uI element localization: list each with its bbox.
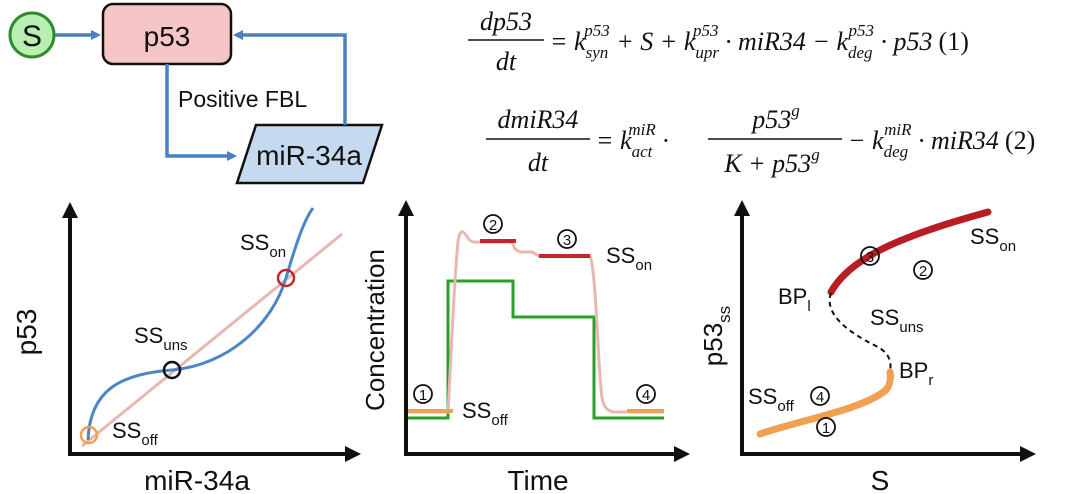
p1-ss-uns-marker	[162, 360, 182, 380]
p3-marker-1: 1	[822, 420, 830, 437]
p3-ss-off-label: SSoff	[748, 384, 795, 415]
eq2-hill-denominator: K + p53g	[723, 145, 819, 178]
p3-bp-r-label: BPr	[899, 358, 933, 389]
p3-unstable-branch	[828, 292, 892, 373]
p2-p53-trace	[408, 230, 664, 414]
panel-nullclines: p53 miR-34a SSon SSuns SSoff	[11, 202, 361, 494]
p2-marker-3: 3	[563, 232, 571, 249]
signal-label: S	[22, 20, 42, 53]
mir34a-node	[235, 123, 384, 185]
p2-mir-trace	[408, 279, 664, 420]
p2-ss-on-label: SSon	[606, 243, 652, 274]
p2-ylabel: Concentration	[360, 249, 390, 411]
p1-ss-on-label: SSon	[240, 230, 286, 261]
p3-xlabel: S	[871, 465, 890, 494]
p3-marker-4-circle	[810, 386, 830, 406]
p2-marker-4: 4	[642, 387, 650, 404]
p3-ss-uns-label: SSuns	[870, 305, 924, 336]
p2-marker-4-circle	[636, 384, 656, 404]
network-diagram: S p53 miR-34a Positive FBL	[8, 2, 384, 185]
p2-marker-2-circle	[483, 214, 503, 234]
eq2-rate-term: = kactmiR ·	[596, 120, 669, 161]
p3-lower-branch	[756, 368, 894, 438]
panel-time-course: Concentration Time 1 2 3 4 SSon SSoff	[360, 200, 690, 494]
p2-marker-3-circle	[557, 229, 577, 249]
eq1-numerator: dp53	[480, 7, 532, 36]
p1-ss-uns-label: SSuns	[134, 323, 188, 354]
p3-upper-branch	[827, 208, 992, 296]
p1-ss-on-marker	[276, 268, 296, 288]
p2-marker-1-circle	[413, 384, 433, 404]
eq2-numerator: dmiR34	[498, 105, 579, 134]
p3-marker-1-circle	[816, 417, 836, 437]
p3-marker-3-circle	[860, 246, 880, 266]
p1-ylabel: p53	[11, 309, 42, 356]
p3-marker-2: 2	[919, 263, 927, 280]
p2-ss-off-label: SSoff	[462, 398, 509, 429]
p53-to-mir-arrow	[165, 64, 237, 161]
eq2-hill-numerator: p53g	[750, 101, 800, 134]
positive-fbl-label: Positive FBL	[178, 86, 307, 112]
p2-xlabel: Time	[507, 465, 568, 494]
p3-ss-on-label: SSon	[970, 224, 1016, 255]
p1-xlabel: miR-34a	[144, 465, 250, 494]
p3-bp-l-label: BPl	[778, 284, 811, 315]
p1-ss-off-marker	[79, 425, 99, 445]
p1-ss-off-label: SSoff	[112, 418, 159, 449]
p3-marker-2-circle	[913, 260, 933, 280]
eq2-degradation-term: − kdegmiR · miR34(2)	[848, 120, 1035, 161]
p2-marker-1: 1	[419, 387, 427, 404]
p3-ylabel: p53ss	[698, 306, 734, 366]
p3-marker-3: 3	[866, 249, 874, 266]
eq1-denominator: dt	[496, 47, 517, 76]
p1-mir-nullcline	[86, 207, 315, 441]
eq2-denominator: dt	[528, 148, 549, 177]
equation-2: dmiR34 dt = kactmiR · p53g K + p53g − kd…	[486, 101, 1035, 178]
eq1-rhs: = ksynp53 + S + kuprp53 · miR34 − kdegp5…	[550, 21, 969, 62]
equation-1: dp53 dt = ksynp53 + S + kuprp53 · miR34 …	[468, 7, 969, 76]
p2-marker-2: 2	[489, 217, 497, 234]
p1-p53-nullcline	[81, 232, 343, 448]
mir-to-p53-arrow	[233, 30, 347, 125]
panel-bifurcation: p53ss S BPl BPr SSon SSuns SSoff 3 2 4 1	[698, 200, 1036, 494]
p3-marker-4: 4	[816, 389, 824, 406]
mir34a-node-label: miR-34a	[256, 140, 362, 171]
p53-node-label: p53	[144, 21, 191, 52]
signal-node	[8, 11, 56, 59]
